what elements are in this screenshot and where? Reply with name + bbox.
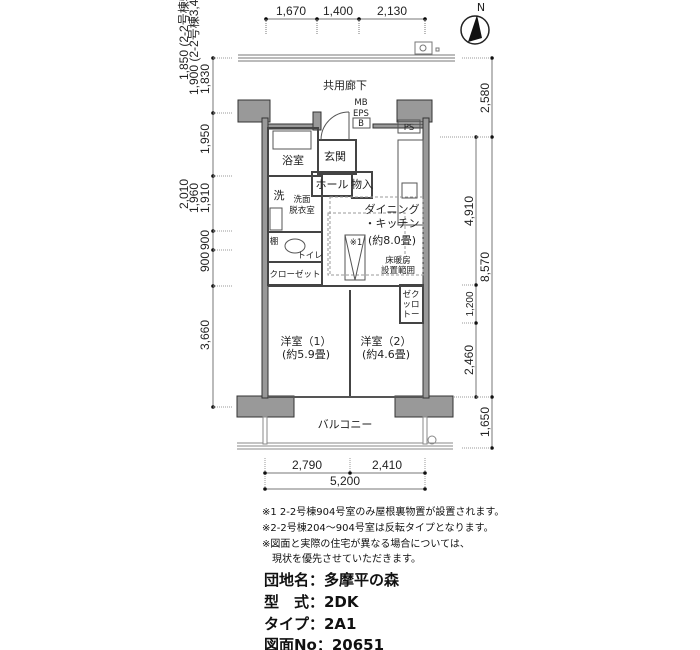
dim-left-6: 3,660 [198,320,212,350]
note-mark: ※1 [350,238,363,248]
note-line: 現状を優先させていただきます。 [262,552,421,565]
unit-info: 団地名：多摩平の森 型 式：2DK タイプ：2A1 図面No：20651 [264,571,400,650]
corridor-label: 共用廊下 [323,78,367,92]
info-model: 型 式：2DK [264,593,360,611]
dim-left-1: 1,830 [198,64,212,94]
dim-left-4: 900 [198,230,212,250]
hall-label: ホール [316,178,349,191]
entrance-label: 玄関 [324,149,346,163]
interior-walls [267,111,424,398]
shelf-label: 棚 [270,236,279,247]
info-type: タイプ：2A1 [264,615,356,633]
left-dimensions: 1,830 1,950 1,910 900 900 3,660 1,900 (2… [176,0,232,409]
wic-label-1: ゼク [402,289,419,300]
dim-left-col2-2: 1,960 [187,183,201,213]
dim-bottom-2: 2,410 [372,458,402,472]
wic-label-2: ッロ [402,300,419,310]
dim-right-inner-1: 4,910 [462,196,476,226]
balcony-label: バルコニー [318,418,373,431]
dim-right-outer-2: 8,570 [478,252,492,282]
notes: ※1 2-2号棟904号室のみ屋根裏物置が設置されます。 ※2-2号棟204～9… [262,505,504,565]
closet-label: クローゼット [269,269,320,280]
floor-heat-label-2: 設置範囲 [381,265,415,276]
dim-left-2: 1,950 [198,124,212,154]
walls [236,99,454,418]
balcony-rail [237,416,453,450]
dining-label-1: ダイニング [365,202,420,216]
ps-label: PS [404,123,415,133]
dim-top-1: 1,670 [276,4,306,18]
wash-label: 洗 [274,189,285,202]
washroom-label-1: 洗面 [293,194,311,205]
room2-size: (約4.6畳) [362,347,410,361]
info-drawing-no: 図面No：20651 [264,636,384,650]
dining-label-2: ・キッチン [365,217,420,230]
bath-label: 浴室 [282,153,304,167]
note-line: ※2-2号棟204～904号室は反転タイプとなります。 [262,521,494,534]
dining-size: (約8.0畳) [368,233,416,247]
info-estate: 団地名：多摩平の森 [264,571,400,589]
dim-right-inner-3: 2,460 [462,345,476,375]
dim-left-col3-1: 1,850 (2-2号棟5~9階) [176,0,191,80]
dim-right-outer-3: 1,650 [478,407,492,437]
dim-top-2: 1,400 [323,4,353,18]
floor-heat-label-1: 床暖房 [385,255,411,266]
room-labels: MB EPS B PS 浴室 玄関 ホール 物入 洗 洗面 脱衣室 棚 トイレ … [269,98,419,431]
bottom-dimensions: 2,790 2,410 5,200 [263,458,427,491]
dim-left-col2-1: 1,900 (2-2号棟3,4階) [186,0,201,95]
b-label: B [358,119,364,129]
room2-label: 洋室（2） [361,334,412,348]
dim-bottom-1: 2,790 [292,458,322,472]
dim-left-3: 1,910 [198,183,212,213]
north-compass-icon: N [460,1,490,45]
corridor-rail [238,41,455,62]
note-line: ※図面と実際の住宅が異なる場合については、 [262,537,470,550]
mb-label: MB [354,98,367,108]
dim-right-inner-2: 1,200 [465,291,476,316]
room1-label: 洋室（1） [281,334,332,348]
toilet-label: トイレ [297,251,323,261]
dim-bottom-total: 5,200 [330,474,360,488]
dim-left-5: 900 [198,252,212,272]
wic-label-3: トー [402,310,419,320]
room1-size: (約5.9畳) [282,347,330,361]
washroom-label-2: 脱衣室 [289,205,315,216]
top-dimensions: 1,670 1,400 2,130 [264,4,427,34]
eps-label: EPS [353,109,369,119]
right-dimensions: 2,580 8,570 1,650 4,910 1,200 2,460 [440,56,494,450]
storage-label: 物入 [351,177,373,191]
note-line: ※1 2-2号棟904号室のみ屋根裏物置が設置されます。 [262,505,504,518]
svg-text:N: N [477,1,485,14]
dim-right-outer-1: 2,580 [478,83,492,113]
dim-top-3: 2,130 [377,4,407,18]
dim-left-col3-2: 2,010 [177,179,191,209]
